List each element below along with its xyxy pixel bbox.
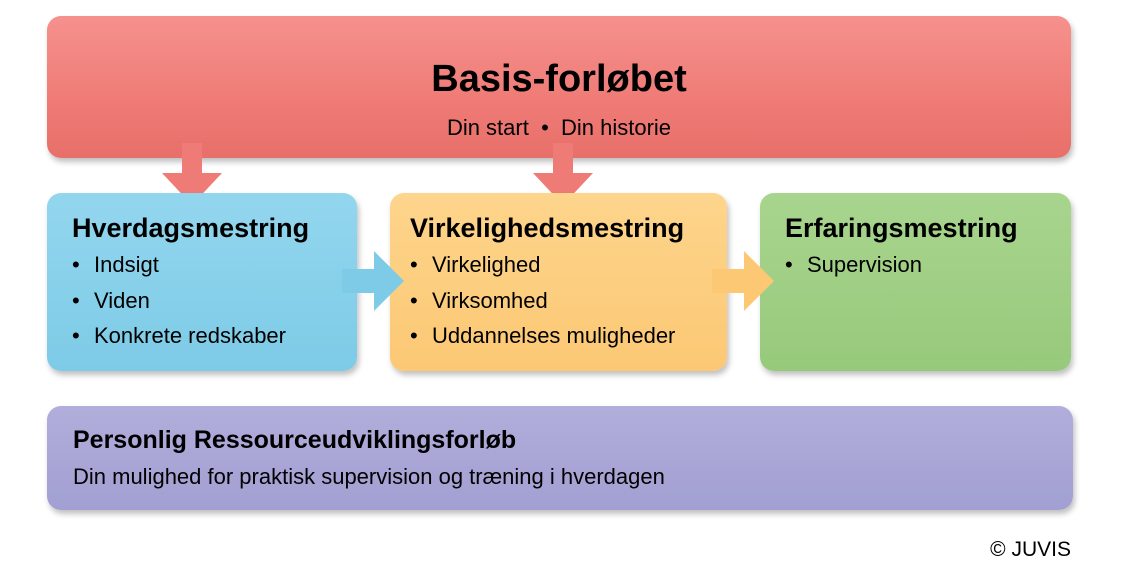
virkelighedsmestring-title: Virkelighedsmestring [410,213,685,243]
virkelighedsmestring-card: Virkelighedsmestring Virkelighed Virksom… [390,193,727,371]
right-arrow-icon-blue [342,251,404,311]
personlig-ressource-box: Personlig Ressourceudviklingsforløb Din … [47,406,1073,510]
basis-forloebet-box: Basis-forløbet Din start • Din historie [47,16,1071,158]
personal-title: Personlig Ressourceudviklingsforløb [73,426,517,454]
basis-title: Basis-forløbet [431,58,687,100]
copyright-text: © JUVIS [990,538,1071,561]
right-arrow-icon-orange [712,251,774,311]
personal-subtitle: Din mulighed for praktisk supervision og… [73,464,665,489]
erfaringsmestring-list: Supervision [785,247,922,283]
basis-subtitle: Din start • Din historie [446,115,672,140]
hverdagsmestring-title: Hverdagsmestring [72,213,310,243]
list-item: Viden [72,283,286,319]
down-arrow-icon-left [162,143,222,205]
virkelighedsmestring-list: Virkelighed Virksomhed Uddannelses mulig… [410,247,675,354]
list-item: Virksomhed [410,283,675,319]
list-item: Uddannelses muligheder [410,318,675,354]
list-item: Supervision [785,247,922,283]
hverdagsmestring-list: Indsigt Viden Konkrete redskaber [72,247,286,354]
down-arrow-icon-middle [533,143,593,205]
erfaringsmestring-card: Erfaringsmestring Supervision [760,193,1071,371]
list-item: Indsigt [72,247,286,283]
list-item: Konkrete redskaber [72,318,286,354]
erfaringsmestring-title: Erfaringsmestring [785,213,1018,243]
list-item: Virkelighed [410,247,675,283]
hverdagsmestring-card: Hverdagsmestring Indsigt Viden Konkrete … [47,193,357,371]
